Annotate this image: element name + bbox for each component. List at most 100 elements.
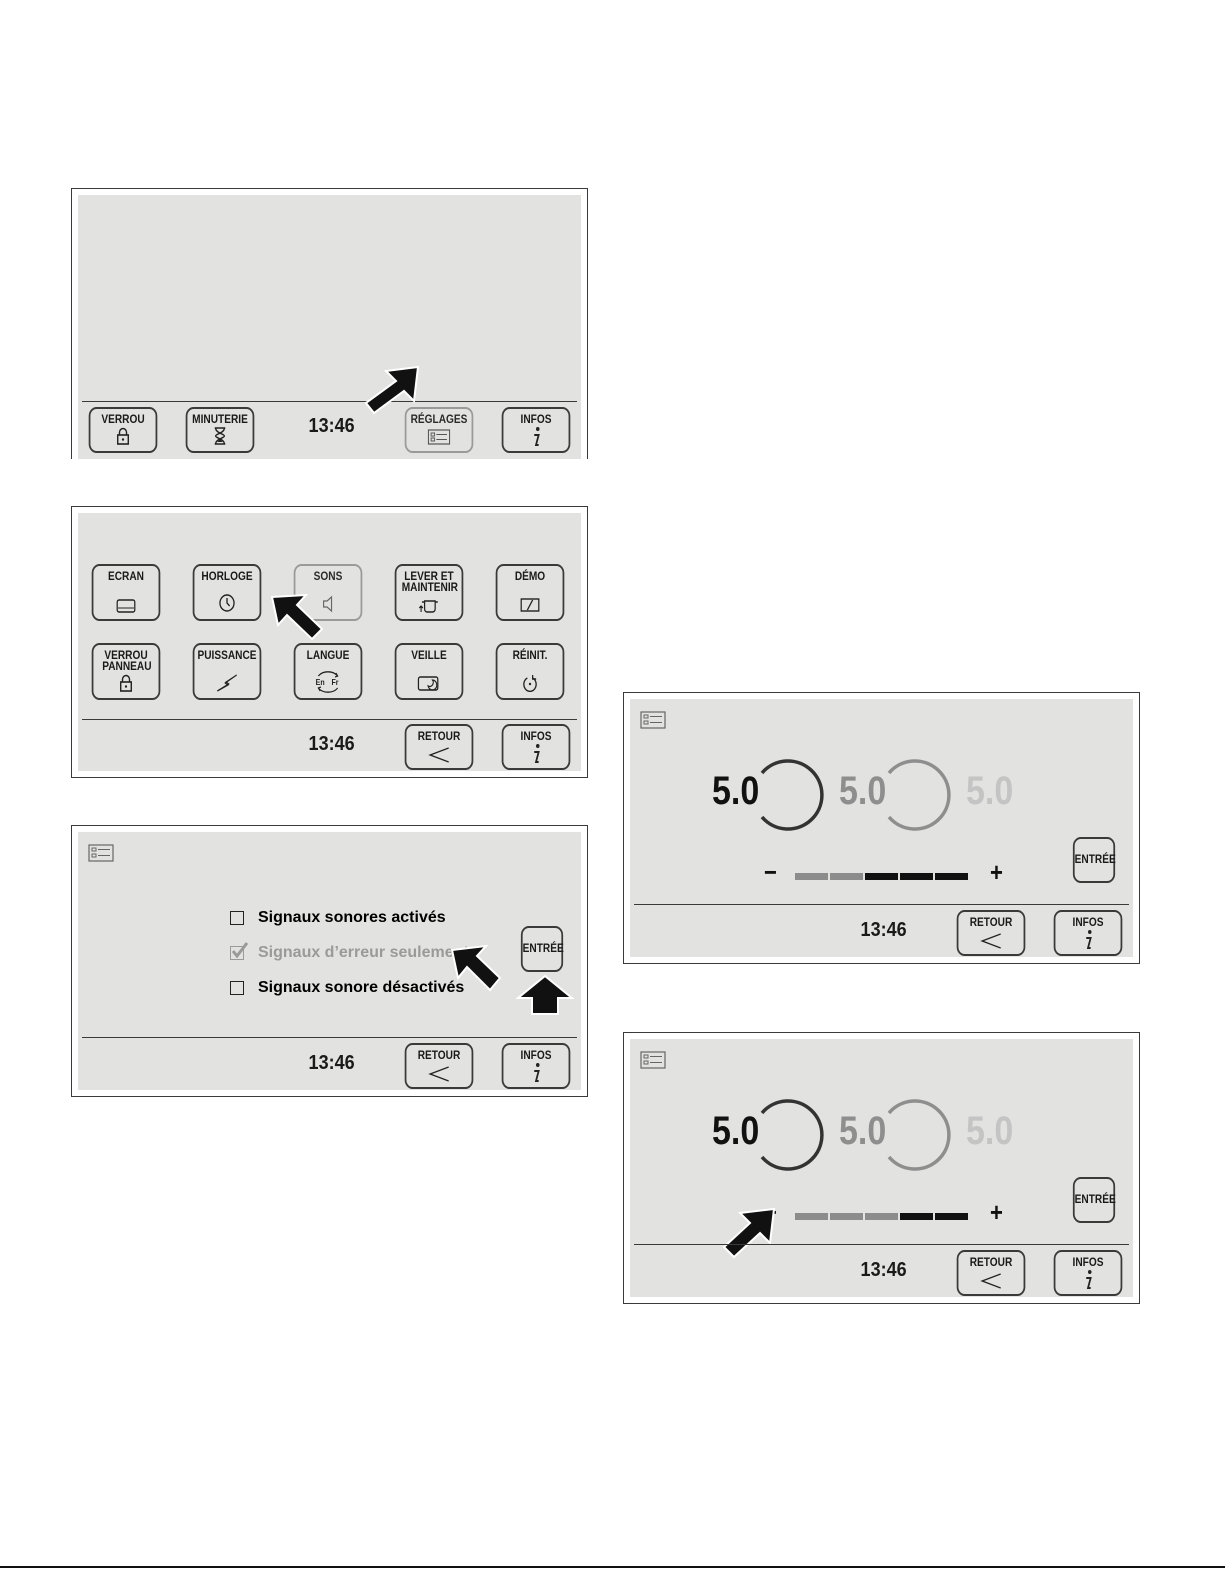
- info-button[interactable]: INFOS: [1053, 910, 1123, 956]
- clock-button-label: HORLOGE: [201, 571, 253, 583]
- chevron-left-icon: [958, 932, 1023, 950]
- language-fr-label: Fr: [332, 678, 339, 688]
- volume-display-a: 5.0 5.0 5.0 − + ENTRÉE 13:46 RETOUR INFO…: [630, 699, 1133, 957]
- lock-icon: [93, 674, 158, 692]
- panel-lock-button[interactable]: VERROU PANNEAU: [91, 643, 161, 700]
- sound-ring-1: [760, 759, 824, 831]
- reset-button[interactable]: RÉINIT.: [495, 643, 565, 700]
- info-button[interactable]: INFOS: [1053, 1250, 1123, 1296]
- sound-ring-1: [760, 1099, 824, 1171]
- sleep-button[interactable]: VEILLE: [394, 643, 464, 700]
- pointer-arrow-icon: [722, 1207, 776, 1259]
- enter-button-label: ENTRÉE: [1074, 854, 1116, 866]
- volume-panel-b: 5.0 5.0 5.0 − + ENTRÉE 13:46 RETOUR INFO…: [623, 1032, 1140, 1304]
- timer-button[interactable]: MINUTERIE: [185, 407, 255, 453]
- info-button[interactable]: INFOS: [501, 1043, 571, 1089]
- volume-segment: [830, 1213, 863, 1220]
- info-icon: [1055, 1269, 1120, 1291]
- speaker-icon: [295, 595, 360, 613]
- back-button-label: RETOUR: [969, 917, 1013, 929]
- back-button[interactable]: RETOUR: [404, 724, 474, 770]
- sound-ring-2: [887, 759, 951, 831]
- info-button[interactable]: INFOS: [501, 724, 571, 770]
- language-button[interactable]: LANGUE En Fr: [293, 643, 363, 700]
- enter-button[interactable]: ENTRÉE: [1072, 837, 1116, 883]
- volume-segment: [795, 1213, 828, 1220]
- back-button[interactable]: RETOUR: [956, 910, 1026, 956]
- clock-display: 13:46: [860, 1259, 907, 1281]
- clock-button[interactable]: HORLOGE: [192, 564, 262, 621]
- settings-list-icon: [406, 429, 471, 445]
- lift-hold-button[interactable]: LEVER ET MAINTENIR: [394, 564, 464, 621]
- demo-button-label: DÉMO: [514, 571, 546, 583]
- enter-button[interactable]: ENTRÉE: [520, 926, 564, 972]
- volume-value-2: 5.0: [839, 1109, 887, 1153]
- info-button[interactable]: INFOS: [501, 407, 571, 453]
- info-icon: [503, 743, 568, 765]
- screen-button[interactable]: ECRAN: [91, 564, 161, 621]
- back-button[interactable]: RETOUR: [404, 1043, 474, 1089]
- volume-level-bar[interactable]: [795, 1213, 968, 1220]
- lock-button[interactable]: VERROU: [88, 407, 158, 453]
- back-button-label: RETOUR: [969, 1257, 1013, 1269]
- clock-display: 13:46: [308, 733, 355, 755]
- info-button-label: INFOS: [520, 1050, 552, 1062]
- checkmark-icon: [231, 942, 249, 959]
- power-button[interactable]: PUISSANCE: [192, 643, 262, 700]
- volume-level-bar[interactable]: [795, 873, 968, 880]
- option-error-only[interactable]: Signaux d’erreur seulement: [230, 942, 469, 962]
- settings-list-icon: [88, 844, 114, 862]
- volume-value-1: 5.0: [712, 1109, 760, 1153]
- sounds-button[interactable]: SONS: [293, 564, 363, 621]
- back-button-label: RETOUR: [417, 1050, 461, 1062]
- option-error-only-label: Signaux d’erreur seulement: [258, 944, 469, 961]
- hourglass-icon: [187, 427, 252, 445]
- footer-divider: [634, 904, 1129, 905]
- volume-plus-button[interactable]: +: [990, 857, 1003, 887]
- volume-segment: [900, 1213, 933, 1220]
- info-button-label: INFOS: [1072, 1257, 1104, 1269]
- sounds-settings-panel: Signaux sonores activés Signaux d’erreur…: [71, 825, 588, 1097]
- volume-segment: [830, 873, 863, 880]
- info-icon: [1055, 929, 1120, 951]
- demo-icon: [497, 597, 562, 613]
- option-sounds-on-label: Signaux sonores activés: [258, 909, 446, 926]
- sounds-settings-display: Signaux sonores activés Signaux d’erreur…: [78, 832, 581, 1090]
- info-button-label: INFOS: [520, 414, 552, 426]
- volume-value-2: 5.0: [839, 769, 887, 813]
- volume-plus-button[interactable]: +: [990, 1197, 1003, 1227]
- language-button-label: LANGUE: [306, 650, 350, 662]
- settings-button-label: RÉGLAGES: [410, 414, 468, 426]
- settings-button[interactable]: RÉGLAGES: [404, 407, 474, 453]
- reset-button-label: RÉINIT.: [512, 650, 548, 662]
- option-sounds-off[interactable]: Signaux sonore désactivés: [230, 979, 464, 997]
- footer-divider: [82, 719, 577, 720]
- option-sounds-on-checkbox[interactable]: [230, 911, 244, 925]
- reset-icon: [497, 674, 562, 692]
- sleep-button-label: VEILLE: [411, 650, 447, 662]
- option-error-only-checkbox[interactable]: [230, 942, 249, 960]
- pot-lift-icon: [396, 597, 461, 613]
- lift-hold-button-label: LEVER ET MAINTENIR: [401, 571, 458, 594]
- language-icon: En Fr: [295, 670, 360, 694]
- volume-segment: [865, 1213, 898, 1220]
- demo-button[interactable]: DÉMO: [495, 564, 565, 621]
- volume-segment: [900, 873, 933, 880]
- enter-button[interactable]: ENTRÉE: [1072, 1177, 1116, 1223]
- footer-divider: [82, 401, 577, 402]
- pointer-arrow-icon: [270, 593, 324, 641]
- up-arrow-icon: [516, 974, 574, 1015]
- option-sounds-on[interactable]: Signaux sonores activés: [230, 909, 446, 927]
- volume-value-3: 5.0: [966, 1109, 1014, 1153]
- option-sounds-off-checkbox[interactable]: [230, 981, 244, 995]
- main-screen-display: VERROU MINUTERIE 13:46 RÉGLAGES INFOS: [78, 195, 581, 459]
- enter-button-label: ENTRÉE: [522, 943, 564, 955]
- sound-ring-2: [887, 1099, 951, 1171]
- sounds-button-label: SONS: [313, 571, 343, 583]
- clock-display: 13:46: [860, 919, 907, 941]
- settings-list-icon: [640, 711, 666, 729]
- back-button[interactable]: RETOUR: [956, 1250, 1026, 1296]
- footer-divider: [82, 1037, 577, 1038]
- volume-minus-button[interactable]: −: [764, 857, 777, 887]
- settings-menu-display: ECRAN HORLOGE SONS LEVER ET MAINTENIR DÉ…: [78, 513, 581, 771]
